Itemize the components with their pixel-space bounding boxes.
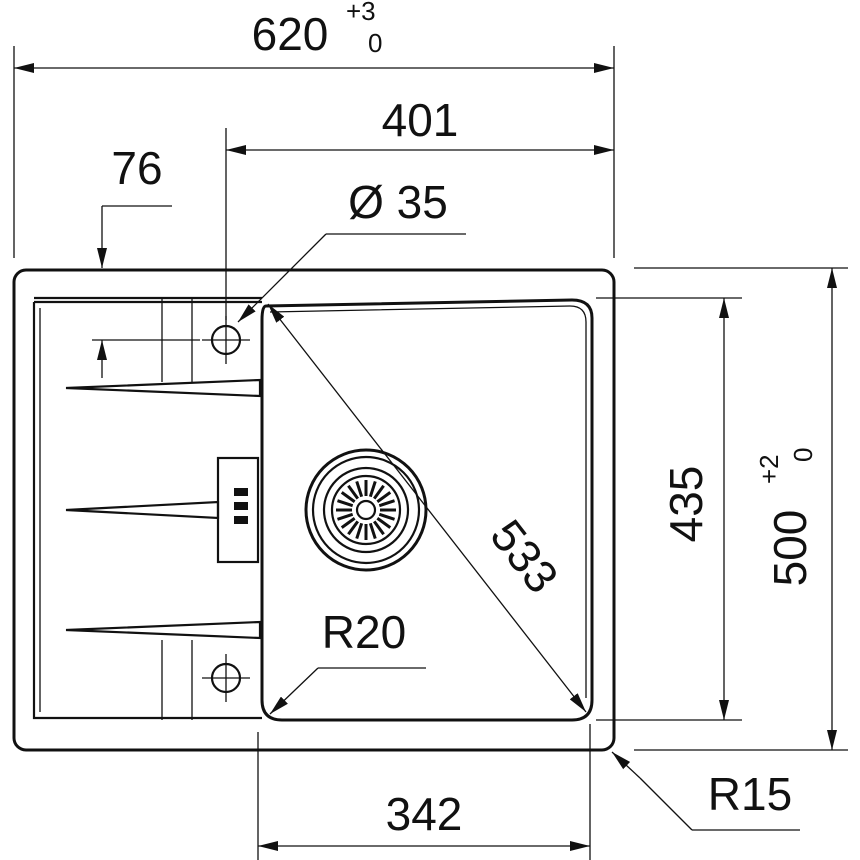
dim-bowl-radius: R20 <box>269 606 426 715</box>
strainer-slot <box>337 499 354 508</box>
overall-width-tol-lower: 0 <box>368 28 382 58</box>
strainer-slot <box>378 499 395 508</box>
strainer-slot <box>355 481 364 498</box>
bowl-width-top-label: 401 <box>382 94 459 146</box>
strainer-slot <box>355 522 364 539</box>
drainer-area <box>65 298 262 720</box>
overall-depth-tol-upper: +2 <box>754 454 784 484</box>
sink-outer-edge <box>12 268 616 752</box>
dim-drainer-offset: 76 <box>92 142 200 378</box>
overflow-slot <box>234 502 248 510</box>
drain-strainer-icon <box>304 448 428 572</box>
dim-corner-radius: R15 <box>611 751 800 831</box>
drainer-rib <box>65 620 262 640</box>
sink-outline <box>12 268 616 752</box>
drainer-rib <box>65 378 262 398</box>
overflow-slot <box>234 516 248 524</box>
drainer-rib <box>65 500 220 520</box>
bowl-radius-label: R20 <box>322 606 406 658</box>
dim-bowl-width-top: 401 <box>225 94 614 320</box>
dim-overall-width: 620 +3 0 <box>13 0 615 258</box>
drainer-offset-label: 76 <box>111 142 162 194</box>
dim-bowl-depth: 435 <box>596 297 742 721</box>
overall-width-tol-upper: +3 <box>346 0 376 26</box>
strainer-slot <box>368 481 377 498</box>
overall-depth-tol-lower: 0 <box>788 448 818 462</box>
tap-hole-bottom <box>202 654 250 702</box>
strainer-slot <box>378 512 395 521</box>
dim-bowl-diagonal: 533 <box>267 303 587 713</box>
bowl-width-bottom-label: 342 <box>386 788 463 840</box>
corner-radius-label: R15 <box>708 768 792 820</box>
sink-inner-rim <box>32 300 262 720</box>
overflow-slot <box>234 488 248 496</box>
bowl-inner-edge <box>269 305 587 698</box>
bowl-diagonal-label: 533 <box>480 510 568 602</box>
strainer-slot <box>368 522 377 539</box>
overall-depth-label: 500 <box>764 510 816 587</box>
dim-tap-hole: Ø 35 <box>237 176 466 323</box>
bowl-depth-label: 435 <box>660 466 712 543</box>
tap-hole-label: Ø 35 <box>348 176 448 228</box>
strainer-slot <box>337 512 354 521</box>
overflow-box <box>216 456 260 564</box>
dim-bowl-width-bottom: 342 <box>257 724 591 860</box>
overall-width-label: 620 <box>252 8 329 60</box>
dim-overall-depth: 500 +2 0 <box>634 267 848 751</box>
tap-hole-top <box>202 316 250 364</box>
bowl-outline <box>260 298 594 722</box>
